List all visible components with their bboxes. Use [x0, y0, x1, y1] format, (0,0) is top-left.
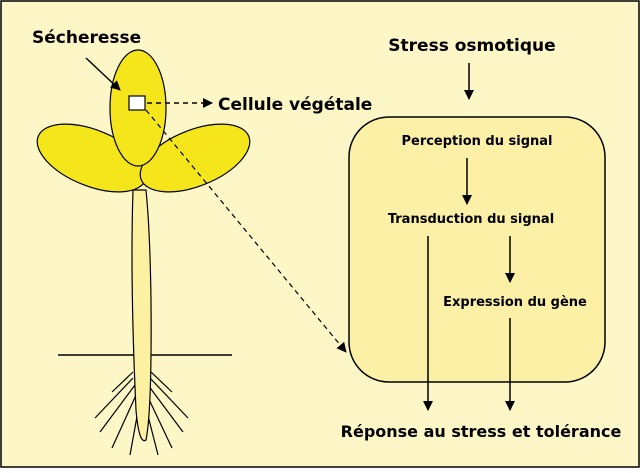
label-plant-cell: Cellule végétale [218, 95, 372, 115]
label-osmotic-stress: Stress osmotique [388, 36, 555, 56]
cell-process-box [349, 117, 605, 382]
label-gene-expression: Expression du gène [443, 295, 587, 310]
label-signal-transduction: Transduction du signal [388, 212, 554, 227]
label-drought: Sécheresse [32, 28, 141, 48]
label-signal-perception: Perception du signal [401, 134, 552, 149]
cell-marker-square [129, 96, 145, 110]
label-response: Réponse au stress et tolérance [341, 422, 622, 441]
